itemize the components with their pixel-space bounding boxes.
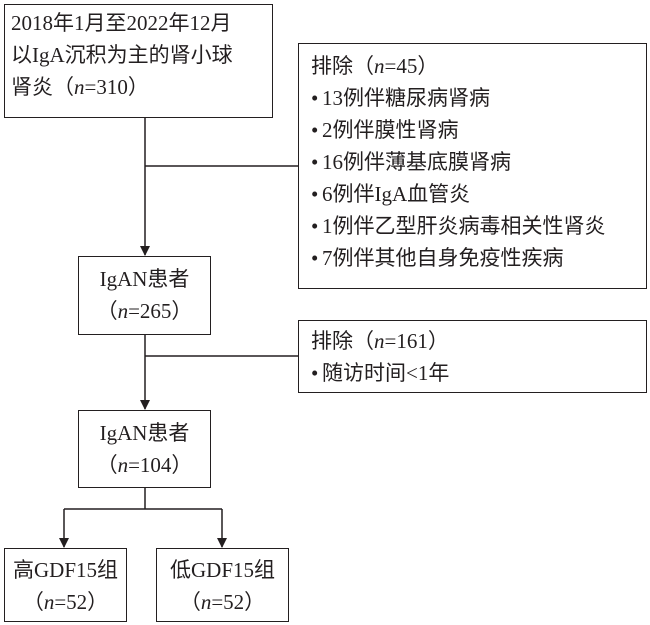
exclusion-1-item: •2例伴膜性肾病 (311, 114, 646, 146)
exclusion-2-item: •随访时间<1年 (311, 357, 646, 389)
low-gdf15-count: （n=52） (157, 586, 288, 618)
exclusion-1-title: 排除（n=45） (311, 50, 646, 82)
exclusion-2-item-text: 随访时间<1年 (322, 361, 450, 385)
count-suffix: =52） (54, 590, 109, 614)
high-gdf15-title: 高GDF15组 (12, 558, 118, 582)
count-prefix: （ (96, 299, 118, 323)
exclusion-1-item-text: 1例伴乙型肝炎病毒相关性肾炎 (322, 214, 606, 238)
exclusion-1-item: •6例伴IgA血管炎 (311, 178, 646, 210)
igan-265-title: IgAN患者 (99, 267, 190, 291)
igan-104-title: IgAN患者 (99, 421, 190, 445)
n-variable: n (374, 329, 385, 353)
exclusion-1-item: •16例伴薄基底膜肾病 (311, 146, 646, 178)
n-variable: n (117, 453, 129, 477)
start-line-3: 肾炎（n=310） (11, 71, 272, 103)
low-gdf15-title: 低GDF15组 (169, 558, 275, 582)
bullet-icon: • (311, 86, 319, 110)
count-prefix: （ (179, 590, 201, 614)
start-line-1: 2018年1月至2022年12月 (11, 11, 232, 35)
igan-265-count: （n=265） (79, 295, 210, 327)
exclusion-1-item: •1例伴乙型肝炎病毒相关性肾炎 (311, 210, 646, 242)
low-gdf15-group-box: 低GDF15组 （n=52） (156, 548, 289, 622)
bullet-icon: • (311, 214, 319, 238)
count-prefix: （ (96, 453, 118, 477)
igan-104-count: （n=104） (79, 449, 210, 481)
exclusion-1-title-suffix: =45） (384, 54, 439, 78)
high-gdf15-count: （n=52） (5, 586, 126, 618)
bullet-icon: • (311, 150, 319, 174)
count-prefix: （ (22, 590, 44, 614)
start-line-3-prefix: 肾炎（ (11, 75, 74, 99)
exclusion-2-title-suffix: =161） (384, 329, 449, 353)
n-variable: n (74, 75, 85, 99)
start-population-box: 2018年1月至2022年12月 以IgA沉积为主的肾小球 肾炎（n=310） (4, 4, 273, 118)
n-variable: n (117, 299, 129, 323)
start-line-3-suffix: =310） (84, 75, 149, 99)
n-variable: n (43, 590, 55, 614)
exclusion-1-item-text: 13例伴糖尿病肾病 (322, 86, 490, 110)
count-suffix: =265） (128, 299, 193, 323)
exclusion-1-item: •13例伴糖尿病肾病 (311, 82, 646, 114)
n-variable: n (200, 590, 212, 614)
exclusion-2-title: 排除（n=161） (311, 325, 646, 357)
n-variable: n (374, 54, 385, 78)
exclusion-1-item: •7例伴其他自身免疫性疾病 (311, 242, 646, 274)
high-gdf15-group-box: 高GDF15组 （n=52） (4, 548, 127, 622)
exclusion-1-title-prefix: 排除（ (311, 54, 374, 78)
exclusion-1-item-text: 6例伴IgA血管炎 (322, 182, 471, 206)
bullet-icon: • (311, 182, 319, 206)
exclusion-2-title-prefix: 排除（ (311, 329, 374, 353)
bullet-icon: • (311, 246, 319, 270)
count-suffix: =104） (128, 453, 193, 477)
exclusion-1-item-text: 7例伴其他自身免疫性疾病 (322, 246, 564, 270)
igan-104-box: IgAN患者 （n=104） (78, 410, 211, 488)
bullet-icon: • (311, 118, 319, 142)
bullet-icon: • (311, 361, 319, 385)
exclusion-1-item-text: 16例伴薄基底膜肾病 (322, 150, 511, 174)
start-line-2: 以IgA沉积为主的肾小球 (11, 43, 233, 67)
exclusion-1-item-text: 2例伴膜性肾病 (322, 118, 459, 142)
exclusion-box-2: 排除（n=161） •随访时间<1年 (298, 320, 647, 393)
count-suffix: =52） (211, 590, 266, 614)
exclusion-box-1: 排除（n=45） •13例伴糖尿病肾病 •2例伴膜性肾病 •16例伴薄基底膜肾病… (298, 43, 647, 289)
igan-265-box: IgAN患者 （n=265） (78, 256, 211, 335)
